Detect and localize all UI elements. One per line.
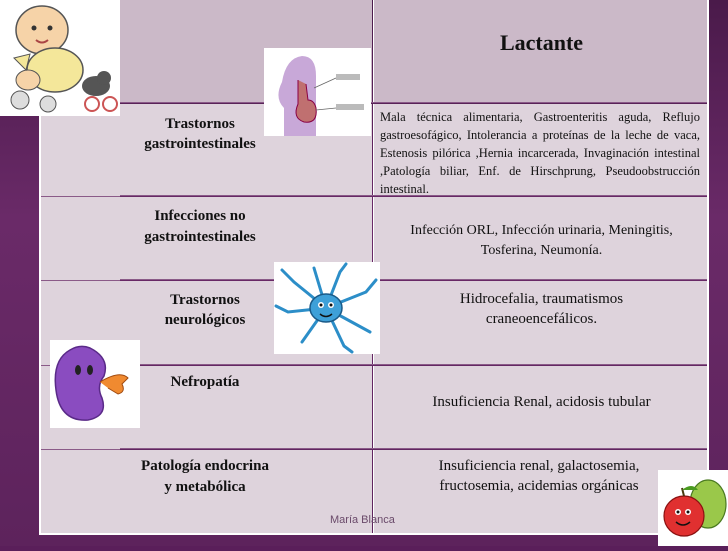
row-label-endocrina-line1: Patología endocrina	[141, 458, 269, 474]
row-description: Mala técnica alimentaria, Gastroenteriti…	[380, 110, 700, 196]
row-divider	[40, 280, 120, 281]
row-label-nefropatia: Nefropatía	[170, 374, 240, 390]
kidney-icon	[50, 340, 140, 428]
row-label-gastrointestinal-line1: Trastornos	[165, 116, 235, 132]
baby-icon	[0, 0, 120, 116]
row-description: Hidrocefalia, traumatismos craneoencefál…	[459, 291, 624, 327]
row-label-endocrina-line2: y metabólica	[164, 479, 246, 495]
row-divider	[40, 196, 120, 197]
fruits-icon	[658, 470, 728, 546]
row-label-gastrointestinal-line2: gastrointestinales	[144, 136, 256, 152]
table-header-row: Lactante	[120, 0, 708, 103]
row-label-neuro-line2: neurológicos	[164, 312, 246, 328]
row-label-infecciones-line1: Infecciones no	[154, 208, 246, 224]
row-label-cell	[120, 366, 372, 448]
row-text-cell: Infección ORL, Infección urinaria, Menin…	[373, 197, 708, 279]
neuron-icon	[274, 262, 380, 354]
row-text-cell: Insuficiencia Renal, acidosis tubular	[373, 366, 708, 448]
header-right-cell: Lactante	[373, 0, 708, 102]
frame-right-border	[707, 0, 709, 534]
table-row: Insuficiencia Renal, acidosis tubular	[120, 366, 708, 449]
row-description: Infección ORL, Infección urinaria, Menin…	[410, 223, 673, 258]
table-row: Mala técnica alimentaria, Gastroenteriti…	[120, 104, 708, 196]
row-description: Insuficiencia Renal, acidosis tubular	[432, 394, 651, 410]
frame-left-border	[39, 0, 41, 534]
comparison-table: Lactante Mala técnica alimentaria, Gastr…	[120, 0, 708, 534]
row-text-cell: Mala técnica alimentaria, Gastroenteriti…	[373, 104, 708, 196]
frame-bottom-border	[39, 533, 709, 535]
stomach-diagram-image	[264, 48, 371, 136]
table-row: Insuficiencia renal, galactosemia, fruct…	[120, 450, 708, 534]
row-label-cell	[120, 450, 372, 534]
row-text-cell: Hidrocefalia, traumatismos craneoencefál…	[373, 281, 708, 364]
row-label-neuro-line1: Trastornos	[170, 292, 240, 308]
row-label-infecciones-line2: gastrointestinales	[144, 229, 256, 245]
row-description: Insuficiencia renal, galactosemia, fruct…	[438, 458, 640, 494]
footer-author: María Blanca	[330, 514, 395, 526]
row-divider	[40, 449, 120, 450]
table-row: Infección ORL, Infección urinaria, Menin…	[120, 197, 708, 280]
row-text-cell: Insuficiencia renal, galactosemia, fruct…	[373, 450, 708, 534]
header-lactante: Lactante	[499, 30, 584, 55]
